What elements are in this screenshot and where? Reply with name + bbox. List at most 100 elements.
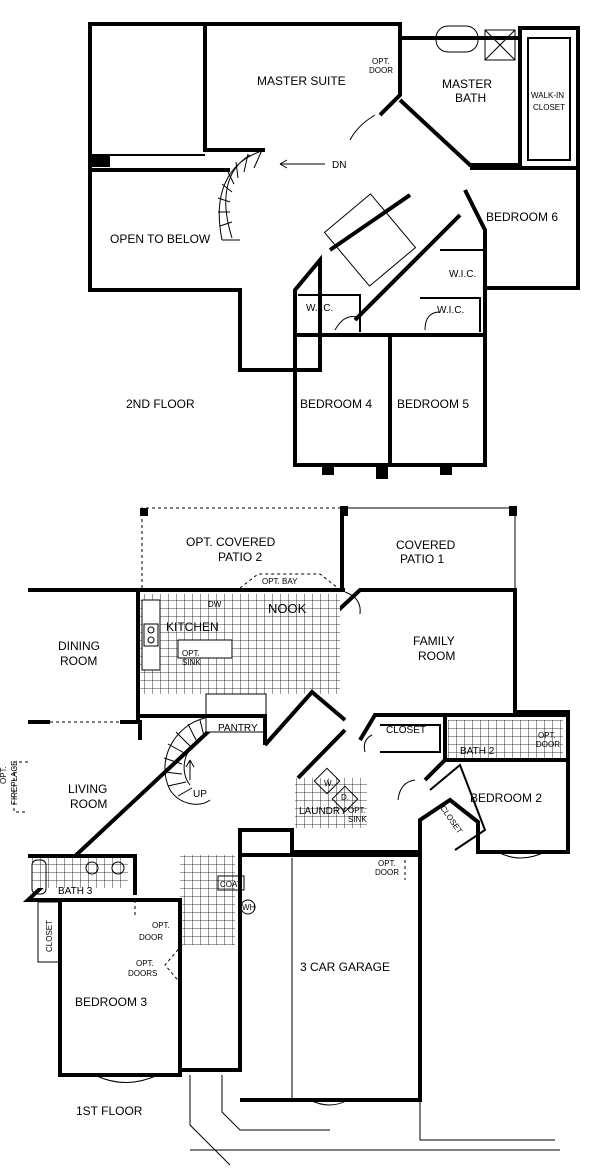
living-bath3-wall [28, 854, 137, 895]
stair-treads-first [163, 719, 205, 797]
bedroom6-label: BEDROOM 6 [486, 210, 558, 224]
garage-wall [240, 853, 422, 1102]
coat-label: COAT [220, 880, 242, 889]
patio-post-left [140, 508, 148, 516]
bedroom4-label: BEDROOM 4 [300, 397, 372, 411]
master-suite-left-wall [203, 24, 265, 152]
wic-b-label: W.I.C. [437, 305, 464, 316]
dryer-label: D. [341, 793, 349, 802]
bedroom3-bay [94, 1074, 159, 1083]
pantry-wall [140, 714, 267, 745]
opt-doors-label-2: DOORS [128, 969, 157, 978]
kitchen-label: KITCHEN [166, 620, 219, 634]
opt-sink-label-2: SINK [182, 658, 201, 667]
dn-label: DN [332, 160, 346, 171]
wh-label: WH [242, 903, 256, 912]
garage-label: 3 CAR GARAGE [300, 960, 390, 974]
closet-b-box [429, 763, 487, 851]
washer [313, 767, 341, 795]
covered-patio1-label-2: PATIO 1 [400, 552, 445, 566]
hall-diagonal-lower [296, 728, 347, 780]
dw-label: DW [208, 600, 222, 609]
nook-label: NOOK [268, 601, 307, 616]
wic-c-label: W.I.C. [449, 269, 476, 280]
dining-room-label-2: ROOM [60, 654, 97, 668]
open-to-below-label: OPEN TO BELOW [110, 232, 211, 246]
bath3-sink-2 [111, 861, 125, 875]
second-floor [88, 22, 580, 479]
post-bed5-right [440, 465, 452, 475]
post-master [90, 155, 110, 167]
bedroom2-bay [497, 851, 546, 859]
dryer [331, 785, 359, 813]
bedroom5-label: BEDROOM 5 [397, 397, 469, 411]
walk-in-closet-box [527, 37, 571, 161]
bath2-wall [445, 713, 568, 762]
driveway [189, 1075, 560, 1166]
opt-sink-label-1: OPT. [182, 649, 200, 658]
washer-label: W. [324, 779, 333, 788]
vanity-upper [323, 193, 417, 287]
wic-bed4 [298, 294, 361, 332]
closet-c-box [37, 901, 61, 963]
door-arc-master [349, 114, 376, 141]
opt-bay-outline [239, 573, 339, 589]
up-label: UP [193, 789, 207, 800]
master-bath-label-2: BATH [455, 91, 486, 105]
master-suite-label: MASTER SUITE [257, 74, 346, 88]
family-room-label-1: FAMILY [413, 634, 455, 648]
opt-covered-patio2-label-2: PATIO 2 [218, 550, 263, 564]
bathtub [435, 25, 479, 53]
door-arc-bed2 [397, 779, 416, 801]
opt-doors-label-1: OPT. [136, 959, 154, 968]
range-burner-1 [147, 626, 155, 634]
laundry-label: LAUNDRY [299, 806, 347, 817]
spiral-stair [218, 149, 266, 241]
shower [484, 29, 516, 61]
patio-post-right [509, 506, 517, 516]
shower-x [484, 29, 516, 61]
master-bath-label-1: MASTER [442, 77, 492, 91]
opt-door-label-1: OPT. [372, 57, 390, 66]
opt-sink-laundry-label-2: SINK [348, 815, 367, 824]
coat-closet [217, 875, 245, 891]
dn-arrow [279, 159, 325, 169]
closet-a-label: CLOSET [386, 725, 426, 736]
bath3-label: BATH 3 [58, 886, 93, 897]
range-burner-2 [147, 636, 155, 644]
post-bed4-right [376, 465, 388, 479]
first-floor-outer-wall [22, 588, 570, 1077]
living-room-label-2: ROOM [70, 797, 107, 811]
bath3-bedroom3-wall [60, 898, 182, 1075]
hall-diagonal-upper [263, 689, 347, 747]
garage-door-arc [309, 1099, 349, 1106]
water-heater [240, 899, 256, 915]
master-bath-lower [398, 38, 522, 167]
opt-door-bath2-label-1: OPT. [538, 731, 556, 740]
bath3-sink-1 [85, 861, 99, 875]
post-bed4-left [322, 465, 334, 475]
opt-covered-patio2-label-1: OPT. COVERED [186, 535, 276, 549]
covered-patio1-label-1: COVERED [396, 538, 456, 552]
stair-treads [217, 149, 263, 227]
opt-door-bath2-label-2: DOOR [536, 740, 560, 749]
opt-door-garage-label-2: DOOR [375, 868, 399, 877]
range [143, 623, 159, 647]
opt-sink-laundry-label-1: OPT. [348, 806, 366, 815]
fireplace-outline [13, 761, 28, 813]
wic-a-label: W.I.C. [306, 303, 333, 314]
opt-fireplace-label-1: OPT. [0, 766, 8, 784]
door-arc-closet [363, 734, 373, 753]
bath3-tub [31, 859, 47, 895]
laundry-tile-floor [295, 778, 367, 828]
opt-fireplace-label-2: FIREPLACE [10, 761, 19, 805]
living-room-label-1: LIVING [68, 782, 107, 796]
entry-tile-floor [180, 855, 235, 945]
bath3-tile-floor [32, 858, 128, 888]
opt-door-label-2: DOOR [369, 66, 393, 75]
hall-diag-lower [353, 213, 462, 322]
hall-diag-upper [328, 193, 412, 252]
family-room-label-2: ROOM [418, 649, 455, 663]
kitchen-island [177, 639, 233, 659]
